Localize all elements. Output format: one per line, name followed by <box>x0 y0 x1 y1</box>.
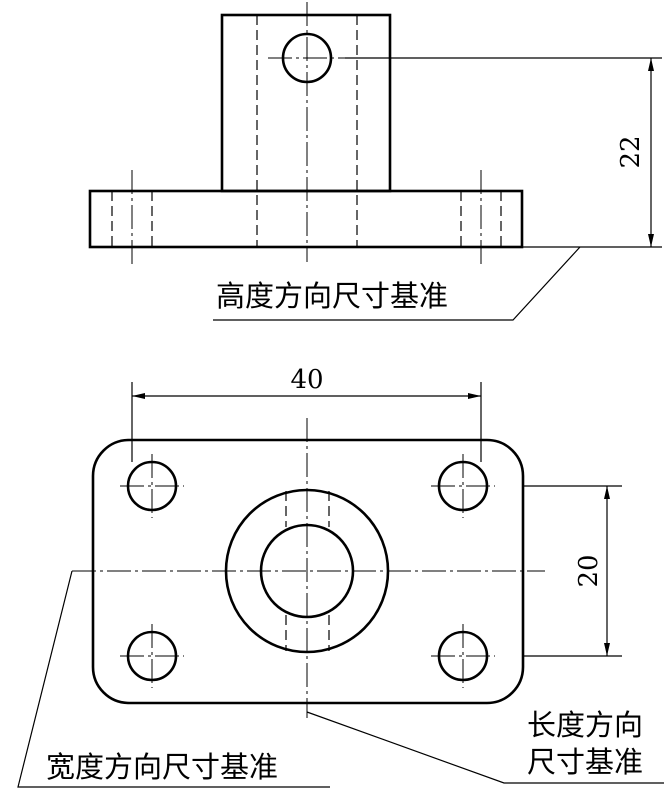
width-datum-leader <box>17 570 330 788</box>
hole-bottom-left <box>120 624 184 688</box>
length-datum-label-line2: 尺寸基准 <box>527 745 643 779</box>
hole-bottom-right <box>431 624 495 688</box>
length-datum-label-line1: 长度方向 <box>527 708 643 742</box>
dim20-value: 20 <box>574 554 604 587</box>
hole-top-right <box>431 454 495 518</box>
length-datum-leader <box>306 711 664 784</box>
dim22-value: 22 <box>616 135 646 168</box>
width-datum-label: 宽度方向尺寸基准 <box>46 750 278 784</box>
top-view: 40 20 宽度方向尺寸基准 长度方向 尺寸基准 <box>17 365 664 788</box>
front-base-outline <box>88 189 524 249</box>
height-datum-label: 高度方向尺寸基准 <box>216 279 448 313</box>
dim40-value: 40 <box>290 365 323 395</box>
front-boss-outline <box>220 13 392 193</box>
front-view: 22 高度方向尺寸基准 <box>88 2 662 321</box>
hole-top-left <box>120 454 184 518</box>
height-datum-leader <box>213 246 581 321</box>
